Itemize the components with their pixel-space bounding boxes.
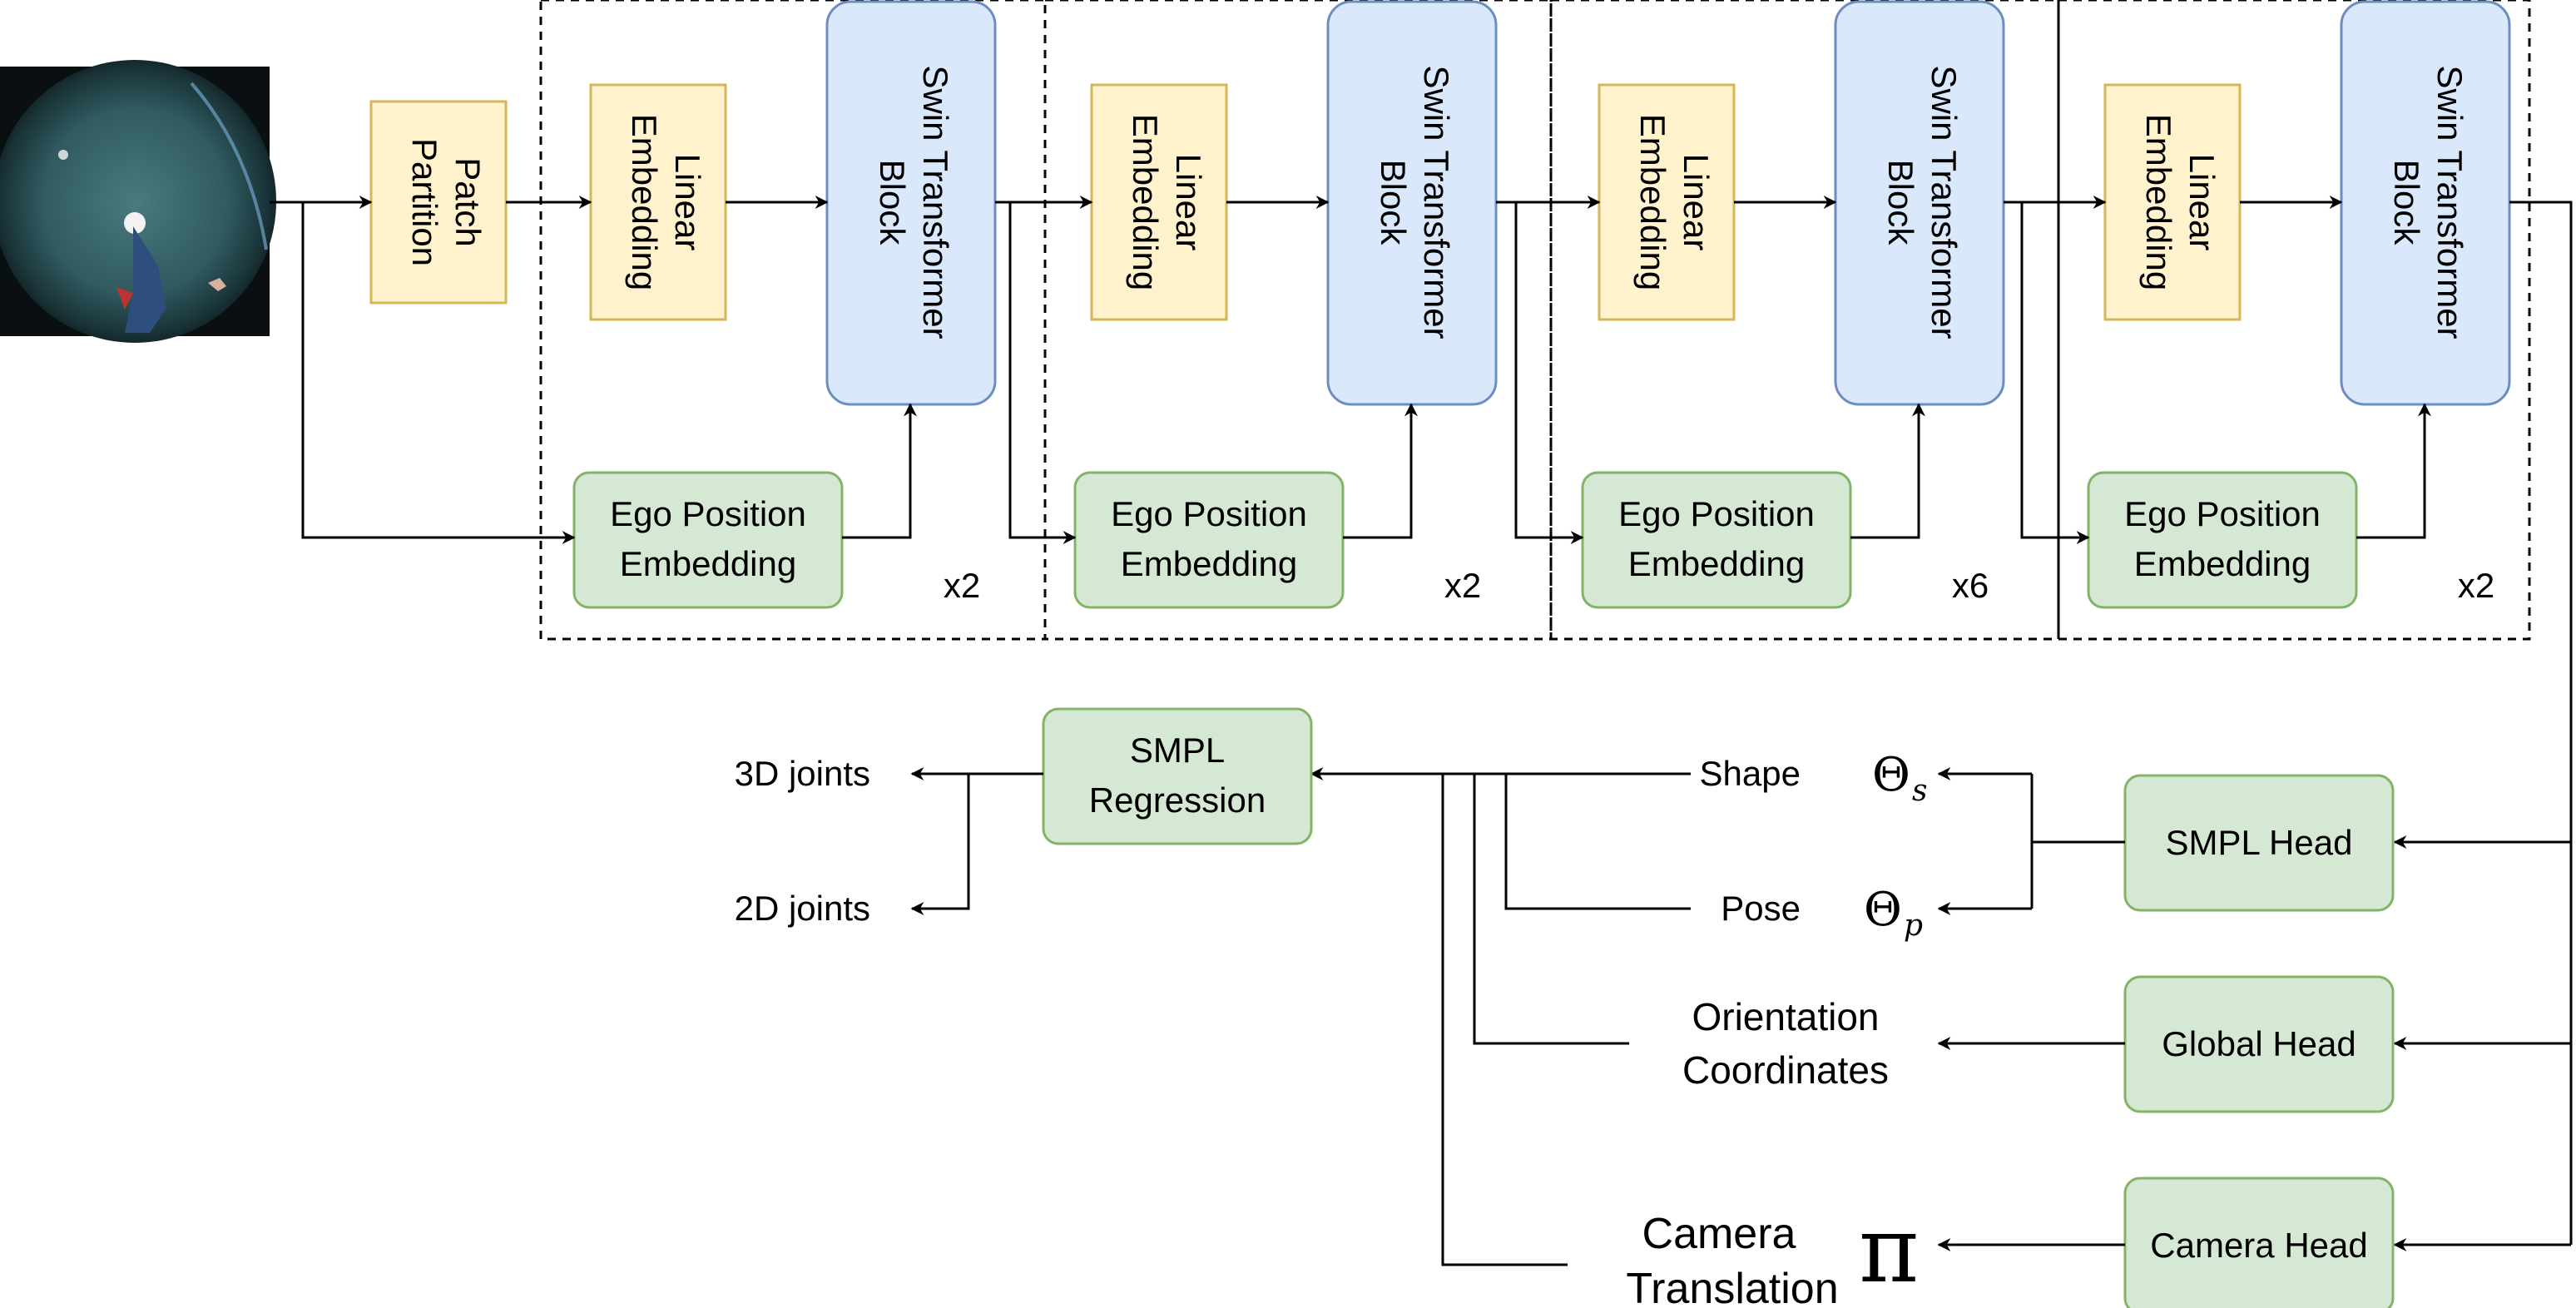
swin-block-label-1: Swin Transformer <box>1925 65 1964 339</box>
orientation-output: Orientation Coordinates <box>1682 995 1889 1092</box>
ego-position-label-1: Ego Position <box>2124 494 2321 533</box>
ego-position-embedding-block: Ego Position Embedding <box>572 471 844 609</box>
camera-translation-label-1: Camera <box>1642 1210 1796 1258</box>
camera-pi-symbol: π <box>1859 1197 1919 1303</box>
linear-embedding-label-2: Embedding <box>1633 114 1672 290</box>
shape-theta-symbol: Θ <box>1872 748 1910 802</box>
linear-embedding-block: Linear Embedding <box>589 83 727 321</box>
smpl-regression-block: SMPL Regression <box>1042 707 1313 845</box>
linear-embedding-label-1: Linear <box>1677 154 1716 251</box>
swin-transformer-block: Swin Transformer Block <box>825 0 997 406</box>
linear-embedding-label-2: Embedding <box>625 114 664 290</box>
input-image <box>0 60 276 343</box>
ego-position-label-2: Embedding <box>1628 544 1805 583</box>
shape-output: Shape Θ s <box>1700 748 1928 808</box>
ego-position-label-2: Embedding <box>2134 544 2311 583</box>
pose-output: Pose Θ p <box>1721 883 1923 943</box>
head-output-connections <box>1937 767 2125 1251</box>
swin-transformer-block: Swin Transformer Block <box>1834 0 2005 406</box>
joints-2d-label: 2D joints <box>735 889 870 928</box>
ego-position-label-2: Embedding <box>620 544 796 583</box>
swin-block-label-2: Block <box>873 160 912 246</box>
stage-repeat-label: x6 <box>1952 566 1989 605</box>
stage-2-frame <box>1043 0 1553 641</box>
global-head-block: Global Head <box>2123 975 2395 1113</box>
global-head-label: Global Head <box>2162 1024 2356 1063</box>
ego-position-label-1: Ego Position <box>610 494 806 533</box>
linear-embedding-block: Linear Embedding <box>2103 83 2242 321</box>
linear-embedding-block: Linear Embedding <box>1598 83 1736 321</box>
swin-block-label-1: Swin Transformer <box>2430 65 2469 339</box>
joints-connections <box>910 767 1043 915</box>
shape-label: Shape <box>1700 754 1801 793</box>
stage-repeat-label: x2 <box>2458 566 2494 605</box>
pose-subscript: p <box>1904 909 1923 943</box>
patch-partition-label-1: Patch <box>448 157 488 246</box>
joints-3d-label: 3D joints <box>735 754 870 793</box>
linear-embedding-label-2: Embedding <box>2139 114 2178 290</box>
patch-partition-block: Patch Partition <box>369 100 508 305</box>
swin-block-label-2: Block <box>1374 160 1413 246</box>
linear-embedding-label-1: Linear <box>668 154 707 251</box>
swin-transformer-block: Swin Transformer Block <box>1326 0 1498 406</box>
camera-translation-label-2: Translation <box>1626 1265 1838 1308</box>
linear-embedding-label-2: Embedding <box>1126 114 1165 290</box>
linear-embedding-block: Linear Embedding <box>1090 83 1228 321</box>
swin-transformer-block: Swin Transformer Block <box>2340 0 2511 406</box>
ego-position-label-1: Ego Position <box>1618 494 1815 533</box>
ego-position-embedding-block: Ego Position Embedding <box>2087 471 2358 609</box>
pose-theta-symbol: Θ <box>1864 883 1902 937</box>
patch-partition-label-2: Partition <box>405 138 444 266</box>
smpl-regression-label-2: Regression <box>1089 780 1266 820</box>
swin-block-label-2: Block <box>1881 160 1920 246</box>
swin-block-label-1: Swin Transformer <box>916 65 955 339</box>
smpl-head-block: SMPL Head <box>2123 774 2395 912</box>
linear-embedding-label-1: Linear <box>2182 154 2222 251</box>
stage-3-frame <box>1549 0 2060 641</box>
orientation-label-1: Orientation <box>1692 995 1879 1038</box>
camera-output: Camera Translation π <box>1626 1197 1919 1308</box>
ego-position-label-2: Embedding <box>1121 544 1297 583</box>
stage-repeat-label: x2 <box>1444 566 1481 605</box>
linear-embedding-label-1: Linear <box>1169 154 1208 251</box>
pose-label: Pose <box>1721 889 1801 928</box>
regression-input-connections <box>1310 767 1691 1266</box>
smpl-head-label: SMPL Head <box>2166 823 2353 862</box>
swin-block-label-2: Block <box>2387 160 2426 246</box>
stage-repeat-label: x2 <box>944 566 980 605</box>
ego-position-embedding-block: Ego Position Embedding <box>1581 471 1852 609</box>
ego-position-label-1: Ego Position <box>1111 494 1307 533</box>
swin-block-label-1: Swin Transformer <box>1417 65 1456 339</box>
orientation-label-2: Coordinates <box>1682 1048 1889 1092</box>
camera-head-label: Camera Head <box>2150 1226 2367 1265</box>
encoder-connections <box>270 196 2573 1251</box>
smpl-regression-label-1: SMPL <box>1130 731 1225 770</box>
camera-head-block: Camera Head <box>2123 1177 2395 1308</box>
shape-subscript: s <box>1912 774 1927 808</box>
ego-position-embedding-block: Ego Position Embedding <box>1073 471 1345 609</box>
